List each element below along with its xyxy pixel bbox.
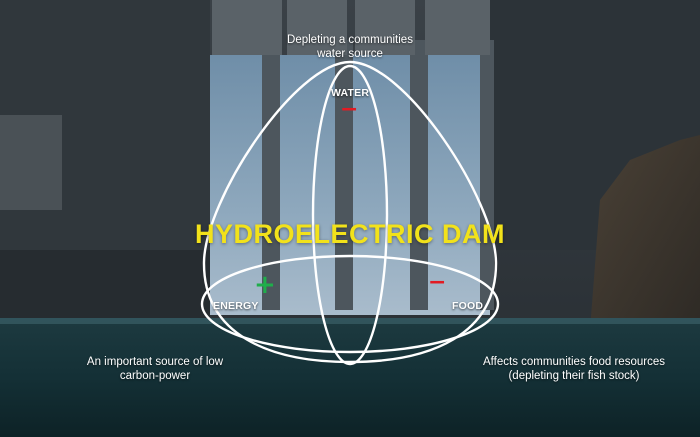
food-negative-sign: −	[428, 270, 447, 295]
water-caption-line-2: water source	[317, 48, 383, 60]
food-caption: Affects communities food resources (depl…	[460, 355, 688, 383]
diagram-title: HYDROELECTRIC DAM	[195, 219, 505, 249]
water-caption-line-1: Depleting a communities	[287, 34, 413, 46]
food-caption-line-2: (depleting their fish stock)	[508, 370, 640, 382]
energy-positive-sign: +	[254, 270, 276, 300]
energy-caption-line-2: carbon-power	[119, 370, 191, 382]
outer-triangle-outline	[202, 60, 498, 364]
energy-caption-line-1: An important source of low	[86, 356, 224, 368]
water-caption: Depleting a communities water source	[250, 33, 450, 61]
energy-label: ENERGY	[213, 300, 259, 312]
water-ellipse	[311, 64, 389, 366]
energy-food-ellipse	[200, 254, 500, 354]
energy-caption: An important source of low carbon-power	[55, 355, 255, 383]
water-negative-sign: −	[340, 97, 359, 122]
food-caption-line-1: Affects communities food resources	[483, 356, 665, 368]
water-label: WATER	[331, 87, 370, 99]
food-label: FOOD	[452, 300, 484, 312]
